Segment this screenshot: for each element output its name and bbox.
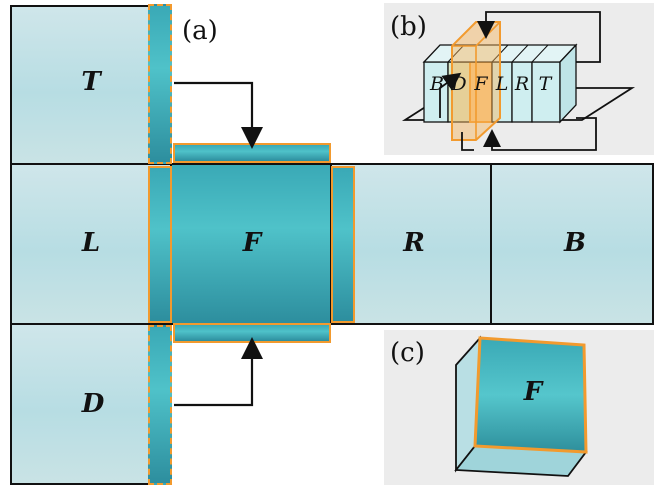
slab-label-f: F — [474, 73, 488, 95]
top-to-front-arrow — [174, 81, 263, 149]
cube-front-face — [473, 336, 588, 454]
left-face — [10, 163, 172, 325]
loop-inner-arrow — [461, 132, 474, 151]
top-padding-strip — [148, 4, 172, 164]
panel-b-label: (b) — [390, 12, 427, 42]
panel-c-label: (c) — [390, 338, 425, 368]
back-face — [490, 163, 654, 325]
right-face-label: R — [403, 228, 425, 258]
front-face-label: F — [242, 228, 262, 258]
loop-inner-arrow-2 — [439, 72, 462, 118]
slab-b — [423, 61, 449, 123]
loop-bottom-arrow — [483, 117, 597, 151]
down-padding-strip — [148, 325, 172, 485]
panel-a-label: (a) — [182, 16, 218, 46]
slab-label-b: B — [430, 73, 444, 95]
slab-label-d: D — [451, 73, 467, 95]
slab-label-l: L — [495, 73, 509, 95]
top-face — [10, 5, 172, 165]
left-face-label: L — [81, 228, 101, 258]
down-face-label: D — [81, 389, 105, 419]
down-to-front-arrow — [174, 337, 263, 407]
slab-t — [531, 61, 561, 123]
slab-label-t: T — [538, 73, 552, 95]
down-face — [10, 323, 172, 485]
loop-top-arrow — [477, 11, 601, 63]
top-face-label: T — [81, 67, 101, 97]
slab-side-face — [559, 43, 577, 124]
right-padding-strip — [331, 166, 355, 323]
left-padding-strip — [148, 166, 172, 323]
back-face-label: B — [564, 228, 586, 258]
slab-label-r: R — [514, 73, 530, 95]
cube-face-label: F — [523, 377, 543, 407]
